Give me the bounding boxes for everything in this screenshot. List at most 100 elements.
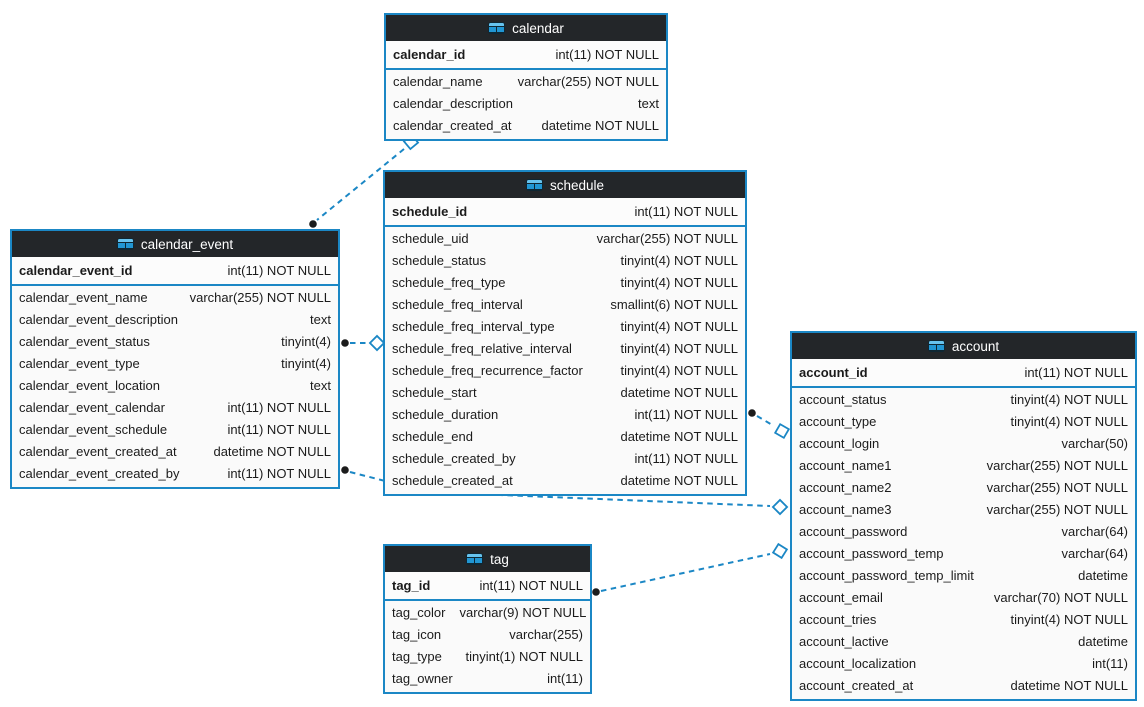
table-title: schedule [549,177,605,193]
table-row-pk[interactable]: account_id int(11) NOT NULL [792,359,1135,388]
table-title: calendar [512,20,564,36]
table-row[interactable]: schedule_freq_relative_interval tinyint(4… [385,338,745,360]
column-name: account_localization [799,656,917,671]
column-name: schedule_freq_relative_interval [392,341,572,356]
table-header[interactable]: schedule [385,172,745,198]
column-name: schedule_created_by [392,451,516,466]
column-type: tinyint(4) NOT NULL [620,319,738,334]
pk-field-name: account_id [799,365,868,380]
column-type: varchar(255) NOT NULL [986,458,1128,473]
column-type: datetime [1078,634,1128,649]
column-type: int(11) [547,671,583,686]
table-account[interactable]: account account_id int(11) NOT NULL acco… [790,331,1137,701]
column-name: calendar_event_type [19,356,140,371]
column-name: calendar_name [393,74,483,89]
pk-field-type: int(11) NOT NULL [227,263,331,278]
column-type: varchar(9) NOT NULL [459,605,587,620]
table-schedule[interactable]: schedule schedule_id int(11) NOT NULL sc… [383,170,747,496]
column-name: calendar_event_calendar [19,400,165,415]
column-name: account_created_at [799,678,914,693]
column-type: int(11) NOT NULL [227,422,331,437]
relationship-calendar_event-schedule[interactable] [341,334,386,352]
column-type: int(11) NOT NULL [227,466,331,481]
column-type: datetime NOT NULL [620,473,738,488]
table-row-pk[interactable]: calendar_event_id int(11) NOT NULL [12,257,338,286]
table-header[interactable]: calendar [386,15,666,41]
column-type: datetime [1078,568,1128,583]
column-name: schedule_start [392,385,477,400]
column-name: account_tries [799,612,877,627]
column-type: int(11) [1092,656,1128,671]
table-calendar[interactable]: calendar calendar_id int(11) NOT NULL ca… [384,13,668,141]
table-icon [525,179,543,191]
table-row-pk[interactable]: calendar_id int(11) NOT NULL [386,41,666,70]
pk-field-name: tag_id [392,578,431,593]
column-name: account_name3 [799,502,892,517]
relationship-schedule-account[interactable] [748,409,791,440]
table-header[interactable]: account [792,333,1135,359]
table-row-pk[interactable]: tag_id int(11) NOT NULL [385,572,590,601]
relationship-tag-account[interactable] [592,542,789,596]
column-type: smallint(6) NOT NULL [610,297,738,312]
column-name: account_type [799,414,877,429]
table-header[interactable]: calendar_event [12,231,338,257]
table-row-pk[interactable]: schedule_id int(11) NOT NULL [385,198,745,227]
table-row[interactable]: account_name3 varchar(255) NOT NULL [792,499,1135,521]
table-header[interactable]: tag [385,546,590,572]
column-type: varchar(255) NOT NULL [596,231,738,246]
column-name: account_lactive [799,634,889,649]
table-icon [466,553,484,565]
column-type: datetime NOT NULL [213,444,331,459]
table-calendar-event[interactable]: calendar_event calendar_event_id int(11)… [10,229,340,489]
table-row[interactable]: account_lactive datetime [792,631,1135,653]
table-row[interactable]: account_localization int(11) [792,653,1135,675]
column-type: varchar(255) NOT NULL [986,502,1128,517]
column-name: schedule_freq_recurrence_factor [392,363,583,378]
column-type: tinyint(4) NOT NULL [620,341,738,356]
column-type: varchar(255) [509,627,583,642]
table-title: calendar_event [140,236,234,252]
table-title: account [951,338,1000,354]
